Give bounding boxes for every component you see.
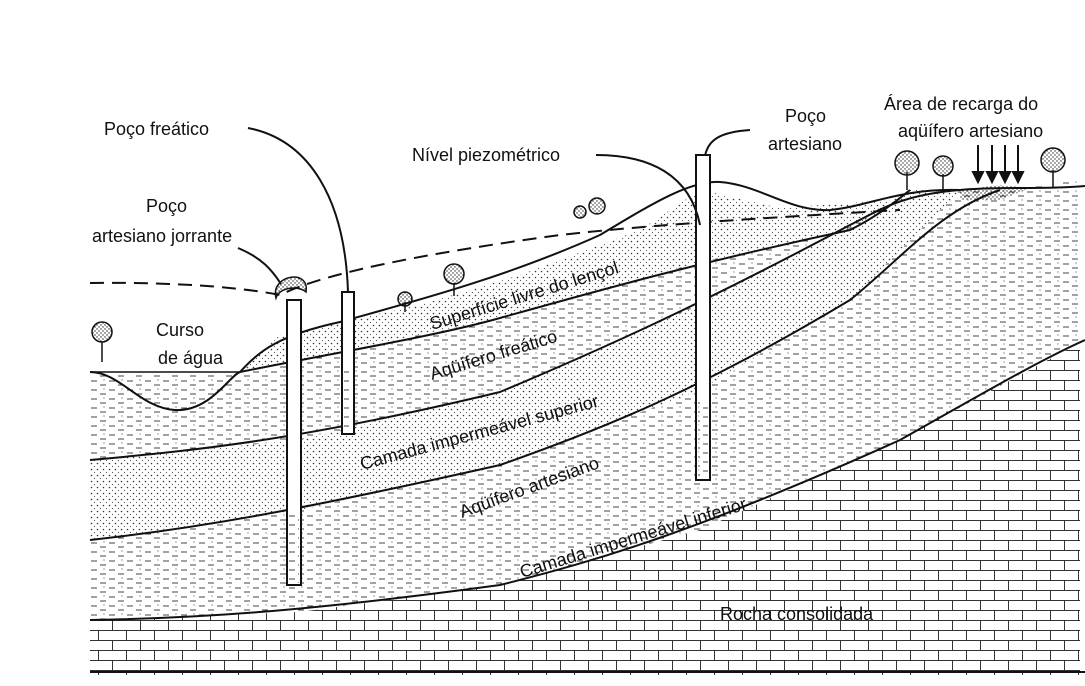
poco-artesiano-well	[696, 155, 710, 480]
label-curso-de-agua-1: Curso	[156, 320, 204, 340]
label-curso-de-agua-2: de água	[158, 348, 224, 368]
shrub-icon	[574, 198, 605, 218]
label-area-recarga-1: Área de recarga do	[884, 94, 1038, 114]
label-nivel-piezometrico: Nível piezométrico	[412, 145, 560, 165]
label-area-recarga-2: aqüífero artesiano	[898, 121, 1043, 141]
label-poco-artesiano-jorrante-1: Poço	[146, 196, 187, 216]
recharge-arrow-icons	[973, 145, 1023, 182]
poco-freatico-well	[342, 292, 354, 434]
label-rocha-consolidada: Rocha consolidada	[720, 604, 874, 624]
tree-icon	[92, 322, 112, 362]
tree-icon	[1041, 148, 1065, 188]
label-poco-freatico: Poço freático	[104, 119, 209, 139]
label-poco-artesiano-2: artesiano	[768, 134, 842, 154]
tree-icon	[933, 156, 953, 190]
label-poco-artesiano-1: Poço	[785, 106, 826, 126]
tree-icon	[895, 151, 919, 190]
label-poco-artesiano-jorrante-2: artesiano jorrante	[92, 226, 232, 246]
